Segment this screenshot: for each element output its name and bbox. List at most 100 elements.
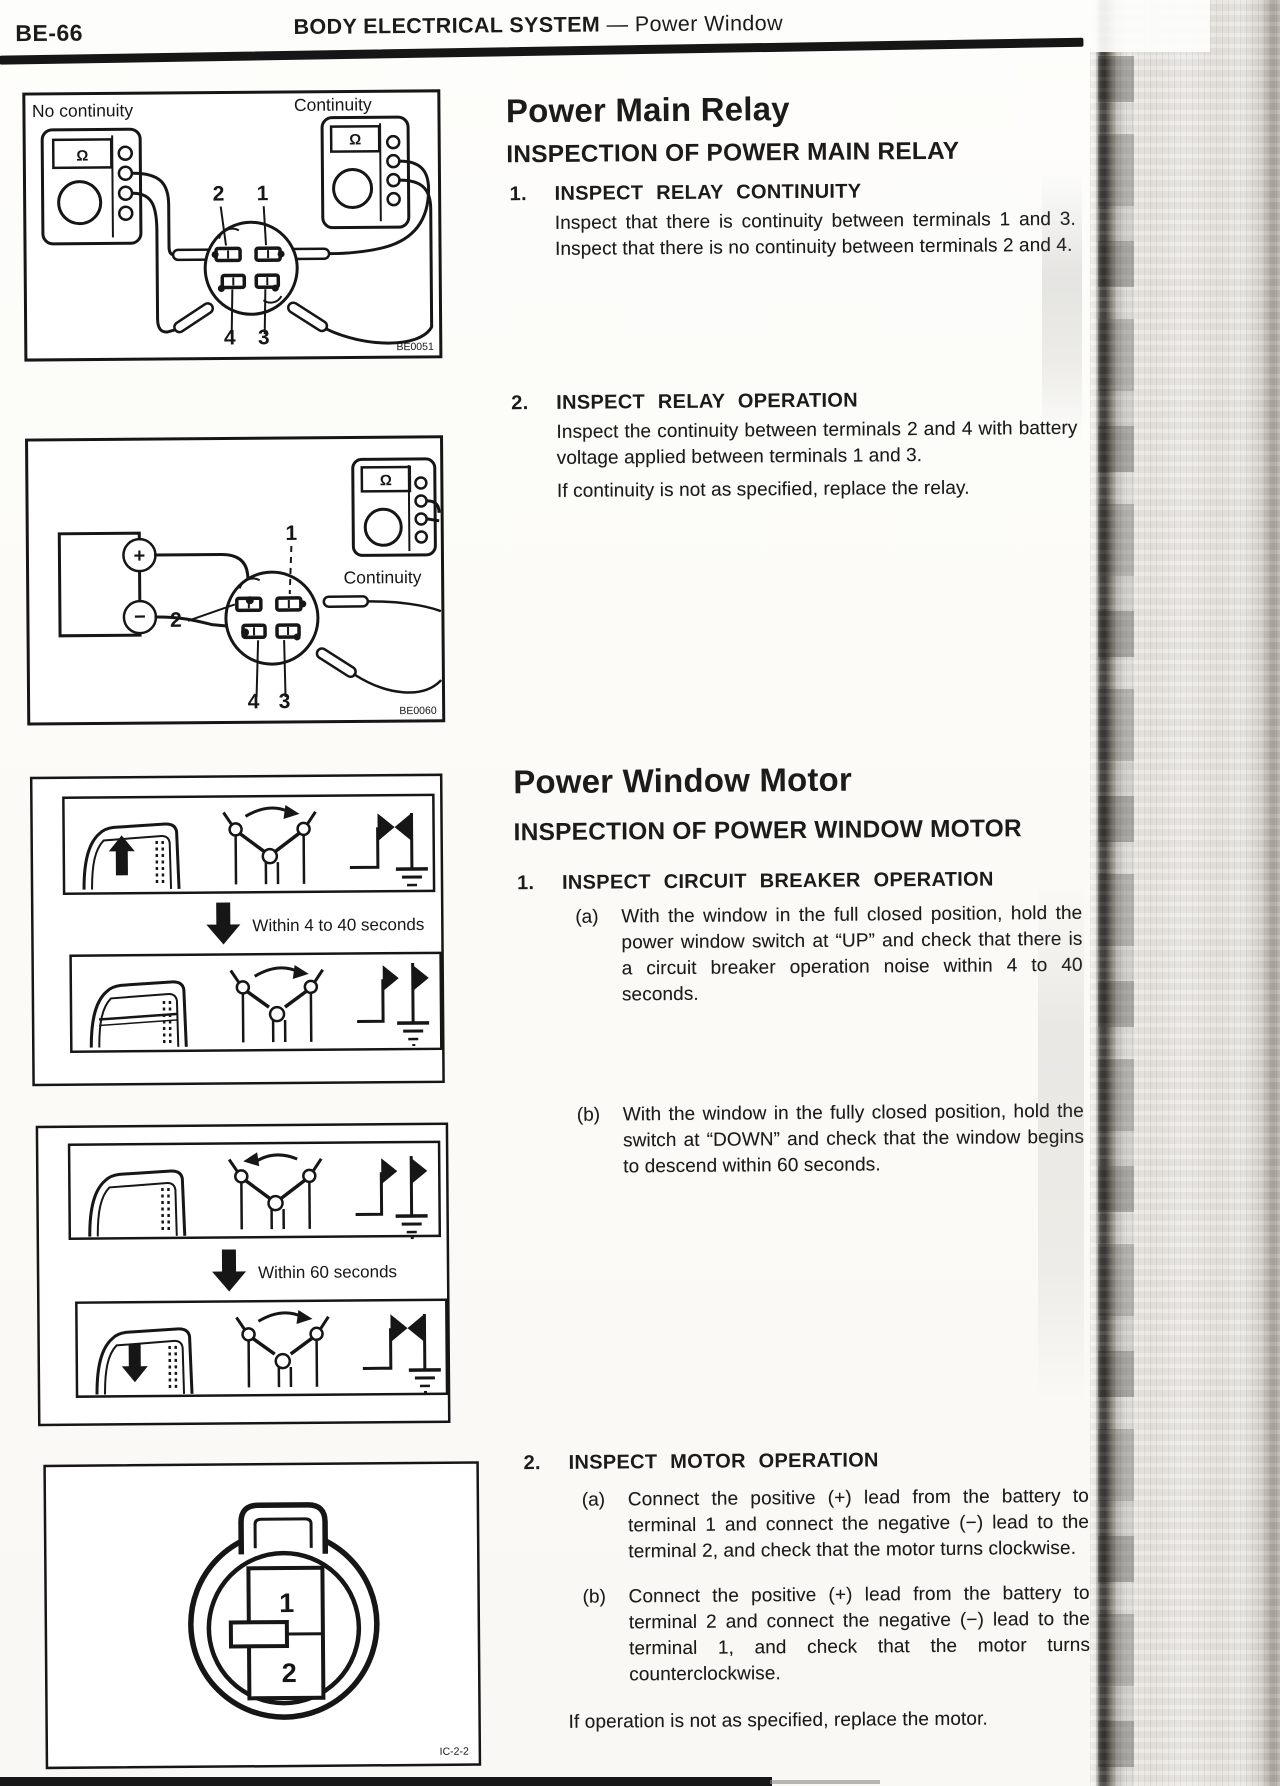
- header-section-title: BODY ELECTRICAL SYSTEM: [293, 12, 601, 39]
- sub-step-text: With the window in the fully closed posi…: [622, 1100, 1085, 1178]
- step-heading: 2. INSPECT MOTOR OPERATION: [523, 1448, 1093, 1475]
- battery-icon: [57, 531, 158, 638]
- ohm-symbol: Ω: [349, 131, 361, 148]
- ohmmeter-icon: [351, 457, 441, 557]
- circuit-breaker-open-icon: [357, 963, 430, 1047]
- circuit-breaker-open-icon: [355, 1156, 428, 1240]
- window-down-icon: [95, 1327, 194, 1395]
- sub-step-text: Connect the positive (+) lead from the b…: [627, 1485, 1090, 1563]
- step-heading: 1. INSPECT CIRCUIT BREAKER OPERATION: [517, 868, 1087, 895]
- step-number: 2.: [511, 392, 529, 415]
- relay-connector-icon: [203, 220, 299, 316]
- battery-minus-icon: −: [134, 606, 146, 628]
- ground-icon: [397, 1021, 430, 1047]
- step-number: 1.: [509, 183, 527, 206]
- power-window-switch-icon: [229, 964, 324, 1043]
- connector-key-tab: [228, 1620, 290, 1649]
- sub-step: (b) Connect the positive (+) lead from t…: [583, 1581, 1091, 1689]
- sub-step: (b) With the window in the fully closed …: [577, 1099, 1085, 1181]
- terminal-2-label: 2: [170, 609, 182, 632]
- terminal-leader-lines: [255, 640, 287, 698]
- scan-smudge: [1042, 170, 1082, 440]
- replace-note: If continuity is not as specified, repla…: [556, 477, 970, 502]
- sub-step-label: (b): [582, 1586, 606, 1608]
- figure-caption: Within 4 to 40 seconds: [252, 915, 424, 935]
- section-title-motor: Power Window Motor: [513, 760, 853, 801]
- terminal-4-label: 4: [248, 690, 260, 713]
- figure-relay-continuity: No continuity Continuity Ω: [22, 87, 444, 364]
- power-window-switch-icon: [227, 1152, 323, 1230]
- ground-icon: [395, 1214, 428, 1240]
- down-arrow-icon: [212, 1249, 247, 1292]
- battery-plus-icon: +: [134, 545, 146, 567]
- sub-step-label: (b): [576, 1104, 601, 1126]
- power-window-switch-icon: [222, 805, 317, 885]
- figure-border: [25, 435, 446, 726]
- sub-step: (a) Connect the positive (+) lead from t…: [582, 1484, 1090, 1566]
- step-body: Inspect the continuity between terminals…: [556, 417, 1078, 469]
- no-continuity-label: No continuity: [32, 100, 134, 121]
- breaker-up-drawing: Within 4 to 40 seconds: [29, 773, 445, 1087]
- step-heading: 1. INSPECT RELAY CONTINUITY: [510, 179, 1080, 206]
- pictogram-panel: [69, 951, 443, 1053]
- step-title: INSPECT CIRCUIT BREAKER OPERATION: [561, 868, 994, 894]
- step-number: 2.: [523, 1452, 541, 1475]
- motor-connector-drawing: 1 2 IC-2-2: [43, 1461, 482, 1770]
- terminal-3-label: 3: [258, 326, 270, 349]
- terminal-1-label: 1: [279, 1588, 294, 1618]
- ohmmeter-icon: [320, 115, 411, 230]
- step-body: Inspect that there is continuity between…: [554, 208, 1076, 260]
- terminal-leader-lines: [219, 206, 268, 335]
- terminal-1-leader: [288, 545, 293, 595]
- figure-motor-connector: 1 2 IC-2-2: [43, 1459, 483, 1772]
- header-subtopic: Power Window: [634, 11, 784, 37]
- terminal-1-label: 1: [285, 522, 297, 545]
- scanned-content: BE-66 BODY ELECTRICAL SYSTEM — Power Win…: [0, 9, 1093, 1772]
- sub-step-label: (a): [581, 1489, 606, 1511]
- continuity-label: Continuity: [344, 567, 422, 588]
- relay-continuity-drawing: No continuity Continuity Ω: [22, 89, 443, 362]
- page-edge-top-highlight: [1090, 0, 1210, 52]
- step-title: INSPECT RELAY OPERATION: [556, 389, 859, 414]
- header-rule: [0, 37, 1084, 65]
- step-title: INSPECT MOTOR OPERATION: [568, 1449, 879, 1474]
- sub-step: (a) With the window in the full closed p…: [575, 901, 1083, 1009]
- sub-step-text: With the window in the full closed posit…: [621, 902, 1083, 1006]
- terminal-4-label: 4: [224, 326, 236, 349]
- circuit-breaker-icon: [349, 813, 428, 893]
- circuit-breaker-icon: [362, 1313, 441, 1393]
- section-subtitle-motor: INSPECTION OF POWER WINDOW MOTOR: [513, 815, 1022, 847]
- figure-code: BE0051: [396, 341, 434, 353]
- figure-code: BE0060: [399, 705, 437, 717]
- breaker-down-drawing: Within 60 seconds: [35, 1122, 451, 1427]
- section-subtitle-relay: INSPECTION OF POWER MAIN RELAY: [506, 137, 960, 169]
- power-window-switch-icon: [235, 1309, 330, 1388]
- step-number: 1.: [516, 872, 535, 895]
- terminal-3-label: 3: [279, 690, 291, 713]
- relay-connector-icon: [224, 570, 320, 666]
- window-up-icon: [82, 822, 181, 890]
- figure-breaker-down: Within 60 seconds: [35, 1120, 452, 1429]
- down-arrow-icon: [206, 902, 241, 945]
- sub-step-label: (a): [575, 906, 599, 928]
- terminal-2-label: 2: [282, 1658, 297, 1688]
- ohm-symbol: Ω: [76, 148, 88, 165]
- terminal-2-label: 2: [213, 182, 225, 205]
- window-open-icon: [89, 980, 188, 1048]
- figure-breaker-up: Within 4 to 40 seconds: [29, 771, 446, 1089]
- motor-connector-icon: 1 2: [188, 1502, 380, 1720]
- ohm-symbol: Ω: [380, 472, 392, 489]
- step-heading: 2. INSPECT RELAY OPERATION: [511, 388, 1081, 415]
- bottom-scan-rule-fade: [770, 1780, 880, 1784]
- step-title: INSPECT RELAY CONTINUITY: [554, 180, 862, 205]
- continuity-label: Continuity: [294, 94, 372, 115]
- header-title: BODY ELECTRICAL SYSTEM — Power Window: [0, 9, 1083, 43]
- probe-wires: [353, 600, 442, 694]
- page-edge-scan-band: [1090, 0, 1280, 1786]
- figure-caption: Within 60 seconds: [258, 1262, 397, 1282]
- probe-icon: [315, 595, 370, 679]
- figure-code: IC-2-2: [440, 1746, 469, 1758]
- sub-step-text: Connect the positive (+) lead from the b…: [628, 1582, 1091, 1686]
- ohmmeter-icon: [40, 127, 143, 246]
